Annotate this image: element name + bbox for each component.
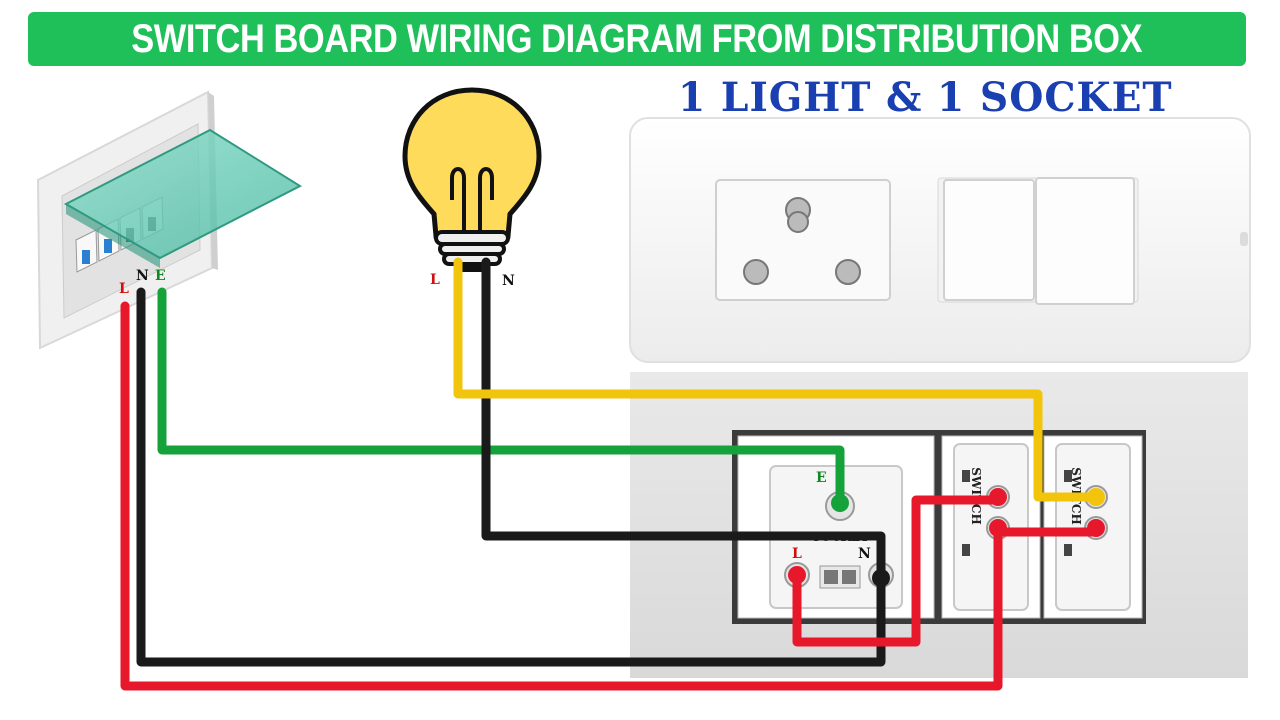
live-loop-wire [792, 495, 1003, 647]
db-live-label: L [119, 281, 129, 297]
lamp-wire [453, 257, 1101, 502]
switch-board-back: E SOCKET L N SWITCH SWITCH [630, 372, 1248, 678]
glass-cover [63, 128, 303, 260]
bulb-neutral-label: N [502, 273, 515, 289]
switch-module-1: SWITCH [941, 435, 1041, 619]
page-subtitle: 1 LIGHT & 1 SOCKET [677, 74, 1173, 121]
title-banner: SWITCH BOARD WIRING DIAGRAM FROM DISTRIB… [28, 12, 1246, 66]
db-earth-label: E [155, 268, 166, 284]
db-neutral-label: N [136, 268, 149, 284]
switch-board-front [629, 117, 1251, 363]
socket-neutral-label: N [858, 546, 871, 562]
earth-wire [157, 287, 845, 508]
light-bulb: L N [402, 87, 542, 289]
socket-face [715, 179, 891, 301]
socket-live-label: L [792, 546, 802, 562]
bulb-live-label: L [430, 272, 440, 288]
page-title: SWITCH BOARD WIRING DIAGRAM FROM DISTRIB… [131, 16, 1143, 61]
terminals [788, 488, 1105, 587]
socket-earth-label: E [816, 470, 827, 486]
rocker-switches [937, 177, 1139, 305]
neutral-wire-db [136, 287, 886, 667]
neutral-wire-bulb [481, 257, 886, 583]
distribution-box: L N E [36, 90, 303, 350]
